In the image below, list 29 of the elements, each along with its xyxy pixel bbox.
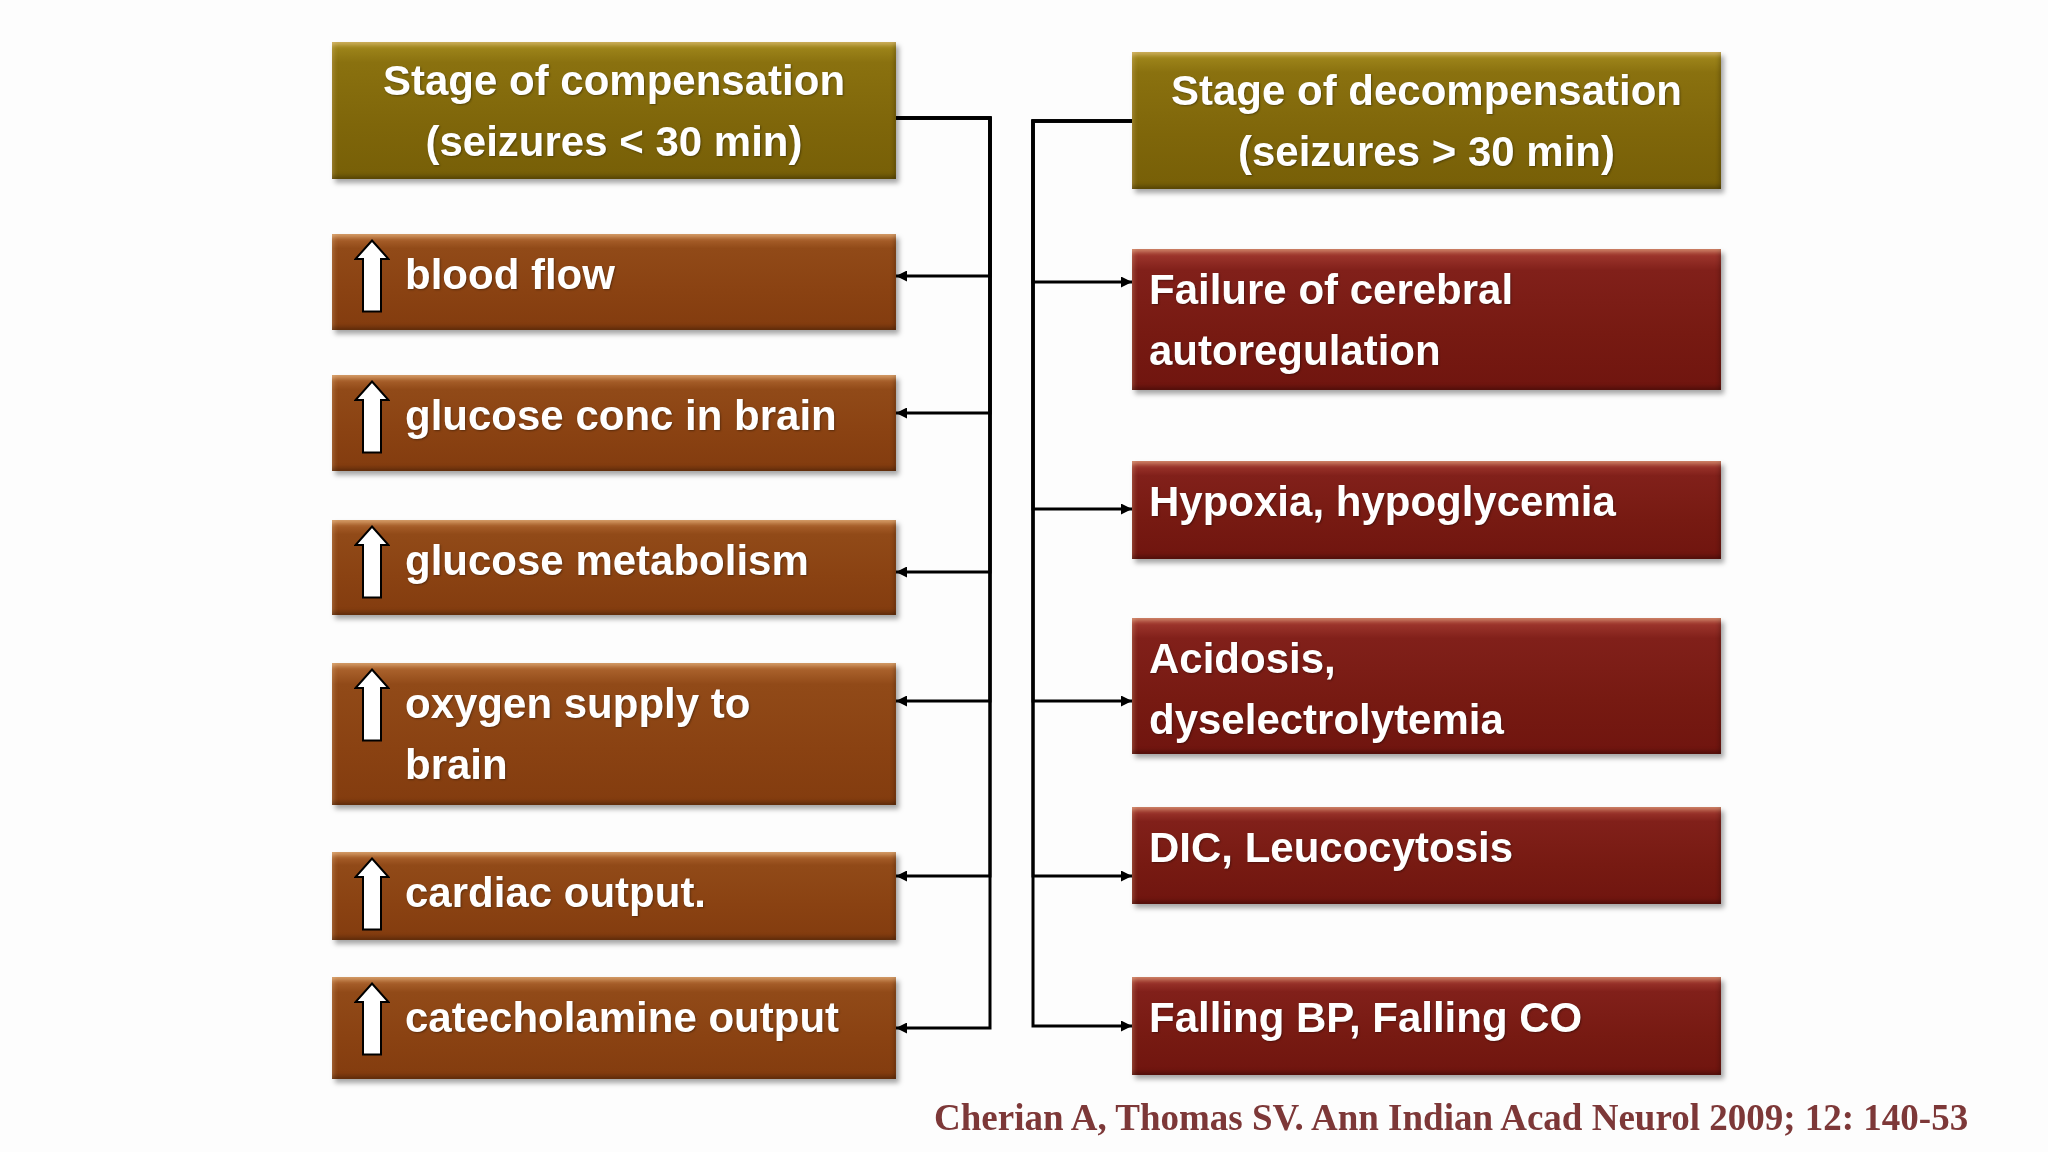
compensation-effect-box [332,852,896,940]
decompensation-effect-box [1132,461,1721,559]
effect-label: glucose conc in brain [405,391,837,441]
compensation-effect-box [332,520,896,615]
connector-arrow [1031,119,1132,1032]
decompensation-effect-box [1132,807,1721,904]
effect-label: Falling BP, Falling CO [1149,993,1583,1043]
stage-header-box [332,42,896,179]
compensation-effect-box [332,663,896,805]
decompensation-effect-box [1132,249,1721,390]
decompensation-effect-box [1132,618,1721,754]
connector-arrow [896,116,992,1034]
decompensation-effect-box [1132,977,1721,1075]
effect-label: cardiac output. [405,868,707,918]
effect-label: Acidosis, dyselectrolytemia [1149,634,1505,745]
effect-label: DIC, Leucocytosis [1149,823,1514,873]
citation-text: Cherian A, Thomas SV. Ann Indian Acad Neurol 2009; 12: 140-53 [934,1097,1969,1139]
effect-label: catecholamine output [405,993,840,1043]
effect-label: Failure of cerebral autoregulation [1149,265,1515,376]
stage-heading: Stage of compensation (seizures < 30 min) [381,55,847,167]
effect-label: glucose metabolism [405,536,809,586]
compensation-effect-box [332,234,896,330]
effect-label: oxygen supply to brain [405,679,752,790]
stage-header-box [1132,52,1721,189]
compensation-effect-box [332,977,896,1079]
stage-heading: Stage of decompensation (seizures > 30 min) [1169,65,1684,177]
effect-label: Hypoxia, hypoglycemia [1149,477,1616,527]
compensation-effect-box [332,375,896,471]
effect-label: blood flow [405,250,615,300]
